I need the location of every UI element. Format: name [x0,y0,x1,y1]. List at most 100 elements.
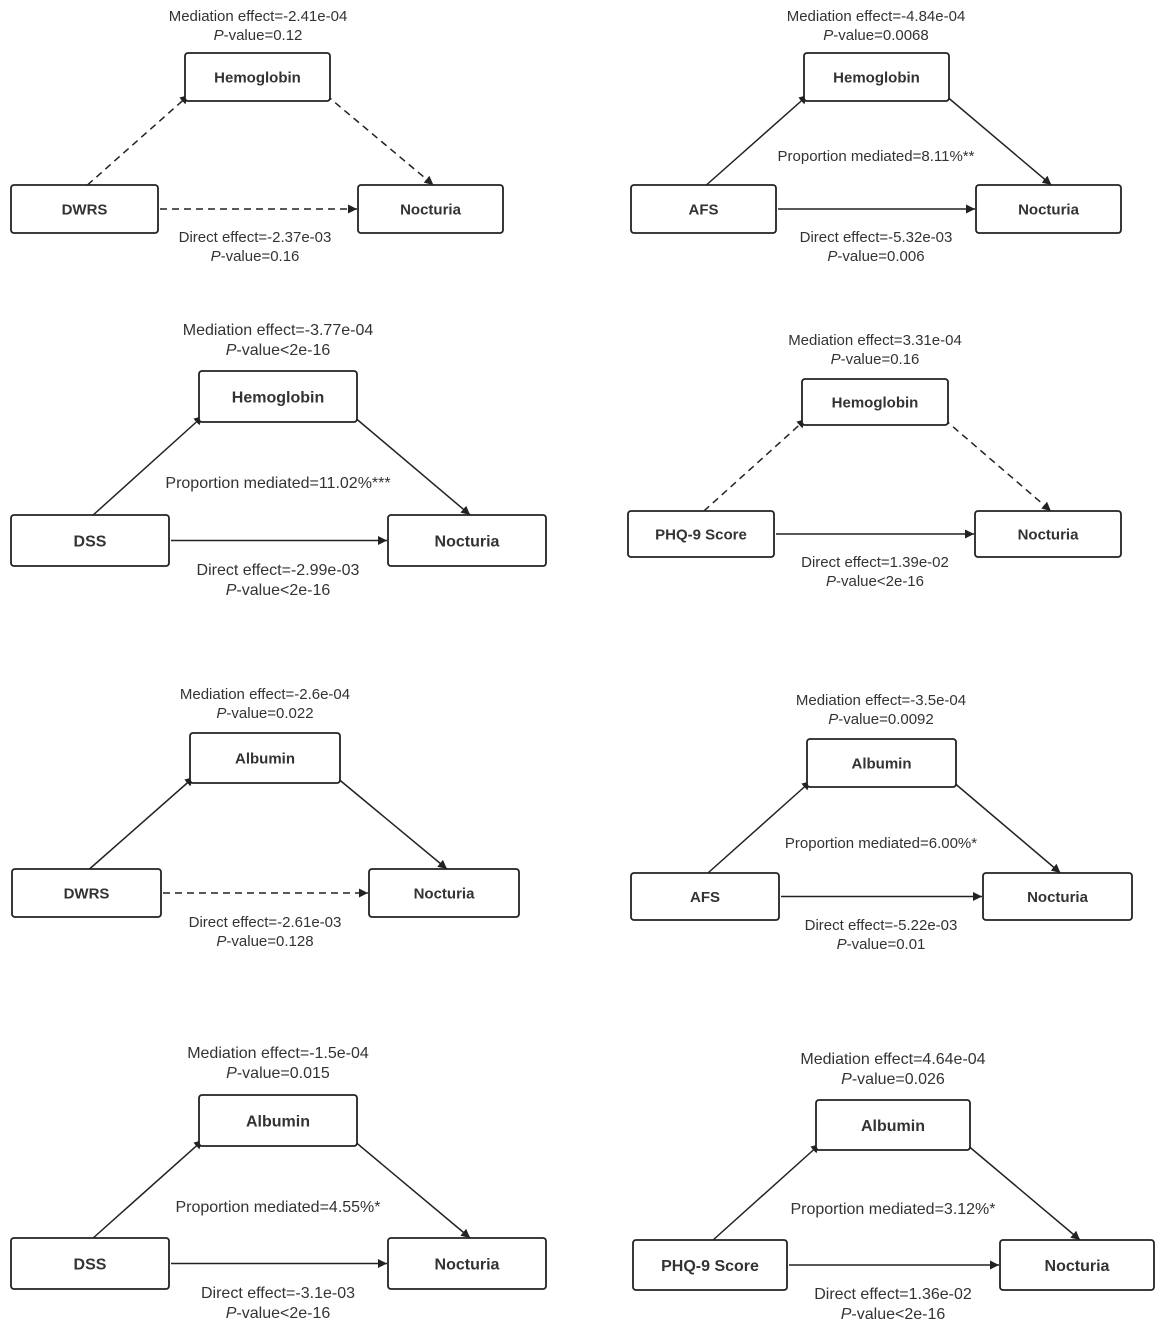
mediator-box-label: Hemoglobin [832,394,919,411]
mediator-box-rect [189,732,341,784]
mediator-box-label: Hemoglobin [232,389,324,406]
exposure-box-rect [10,184,159,234]
exposure-to-mediator-arrow [703,418,807,512]
outcome-box-rect [357,184,504,234]
mediator-to-outcome-arrow [965,1143,1081,1241]
mediator-box: Hemoglobin [184,52,331,102]
exposure-box-rect [630,184,777,234]
exposure-box-label: DSS [74,533,107,550]
mediation-effect-label: Mediation effect=-2.6e-04 [180,686,350,703]
mediator-to-outcome-arrow [352,1139,471,1239]
mediation-effect-label: Mediation effect=4.64e-04 [800,1051,985,1068]
exposure-to-mediator-arrow [88,776,195,870]
proportion-mediated-label: Proportion mediated=11.02%*** [165,475,390,492]
mediator-box: Albumin [815,1099,971,1151]
exposure-box: AFS [630,872,780,921]
outcome-box-label: Nocturia [1018,201,1080,218]
mediation-effect-label: Mediation effect=-3.77e-04 [183,322,374,339]
mediator-box: Albumin [198,1094,358,1147]
exposure-box-rect [10,1237,170,1290]
mediator-box-label: Hemoglobin [833,69,920,86]
direct-p-value: P-value=0.006 [827,248,924,265]
exposure-box-label: PHQ-9 Score [661,1258,759,1275]
mediator-box-rect [198,1094,358,1147]
direct-effect-label: Direct effect=-2.37e-03 [179,229,332,246]
mediator-box-rect [198,370,358,423]
mediator-box: Albumin [806,738,957,788]
direct-effect-label: Direct effect=1.36e-02 [814,1286,972,1303]
direct-effect-label: Direct effect=-2.61e-03 [189,914,342,931]
outcome-box-rect [982,872,1133,921]
mediation-effect-label: Mediation effect=-4.84e-04 [787,8,966,25]
exposure-box-rect [632,1239,788,1291]
mediator-box: Hemoglobin [803,52,950,102]
outcome-box: Nocturia [387,514,547,567]
mediator-to-outcome-arrow [944,94,1052,186]
exposure-box-label: AFS [690,889,720,906]
mediator-box: Albumin [189,732,341,784]
mediator-to-outcome-arrow [335,776,448,870]
mediator-to-outcome-arrow [951,780,1061,874]
exposure-to-mediator-arrow [712,1143,821,1241]
direct-effect-label: Direct effect=-2.99e-03 [197,562,360,579]
direct-effect-label: Direct effect=1.39e-02 [801,554,949,571]
mediator-to-outcome-arrow [325,94,434,186]
exposure-box-label: DWRS [62,201,108,218]
direct-p-value: P-value<2e-16 [841,1306,946,1323]
direct-p-value: P-value=0.128 [216,933,313,950]
outcome-box-rect [387,1237,547,1290]
outcome-box-label: Nocturia [400,201,462,218]
proportion-mediated-label: Proportion mediated=3.12%* [790,1201,995,1218]
direct-p-value: P-value=0.01 [837,936,926,953]
direct-p-value: P-value<2e-16 [226,582,331,599]
outcome-box: Nocturia [982,872,1133,921]
mediation-p-value: P-value=0.0092 [828,711,934,728]
outcome-box: Nocturia [999,1239,1155,1291]
exposure-to-mediator-arrow [92,415,204,516]
mediation-p-value: P-value=0.022 [216,705,313,722]
outcome-box: Nocturia [357,184,504,234]
exposure-box-label: DWRS [64,885,110,902]
exposure-box: DSS [10,514,170,567]
mediation-effect-label: Mediation effect=-3.5e-04 [796,692,966,709]
mediator-box-label: Albumin [246,1113,310,1130]
exposure-box: PHQ-9 Score [632,1239,788,1291]
outcome-box-rect [387,514,547,567]
outcome-box-label: Nocturia [435,533,500,550]
outcome-box-rect [974,510,1122,558]
outcome-box-rect [999,1239,1155,1291]
proportion-mediated-label: Proportion mediated=4.55%* [175,1199,380,1216]
mediation-p-value: P-value<2e-16 [226,342,331,359]
mediator-to-outcome-arrow [943,418,1052,512]
mediator-box-rect [801,378,949,426]
exposure-box-rect [11,868,162,918]
mediation-p-value: P-value=0.026 [841,1071,945,1088]
outcome-box-label: Nocturia [1027,889,1089,906]
mediator-box-rect [184,52,331,102]
outcome-box-rect [975,184,1122,234]
mediator-box-rect [815,1099,971,1151]
exposure-to-mediator-arrow [705,94,809,186]
exposure-box: DSS [10,1237,170,1290]
proportion-mediated-label: Proportion mediated=6.00%* [785,835,977,852]
exposure-box: PHQ-9 Score [627,510,775,558]
exposure-box-label: PHQ-9 Score [655,526,747,543]
mediation-effect-label: Mediation effect=-1.5e-04 [187,1045,369,1062]
mediator-box-rect [806,738,957,788]
mediator-box: Hemoglobin [801,378,949,426]
outcome-box: Nocturia [974,510,1122,558]
outcome-box-label: Nocturia [1045,1258,1110,1275]
mediation-p-value: P-value=0.12 [214,27,303,44]
direct-effect-label: Direct effect=-5.22e-03 [805,917,958,934]
exposure-to-mediator-arrow [92,1139,204,1239]
exposure-box: DWRS [11,868,162,918]
exposure-box-rect [10,514,170,567]
mediator-box-rect [803,52,950,102]
